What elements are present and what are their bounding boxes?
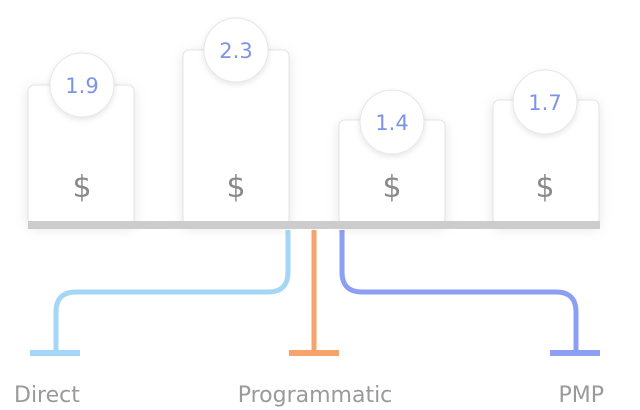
channel-label-pmp: PMP (558, 383, 604, 408)
dollar-icon: $ (535, 170, 554, 205)
value-badge (203, 17, 269, 83)
connector-pmp (339, 230, 579, 353)
value-badge (359, 89, 425, 155)
card-2: 2.3 $ (182, 17, 290, 226)
base-bar (28, 221, 600, 229)
card-1: 1.9 $ (27, 52, 135, 226)
channel-label-direct: Direct (14, 383, 80, 408)
value-badge (512, 69, 578, 135)
value-badge (49, 52, 115, 118)
card-value: 1.7 (528, 91, 561, 115)
card-4: 1.7 $ (492, 69, 600, 226)
card-value: 1.4 (375, 111, 408, 135)
dollar-icon: $ (226, 170, 245, 205)
dollar-icon: $ (382, 170, 401, 205)
card-3: 1.4 $ (338, 89, 446, 226)
channel-label-programmatic: Programmatic (238, 383, 393, 408)
card-value: 1.9 (65, 74, 98, 98)
connector-direct (53, 230, 291, 353)
dollar-icon: $ (72, 170, 91, 205)
card-value: 2.3 (219, 39, 252, 63)
